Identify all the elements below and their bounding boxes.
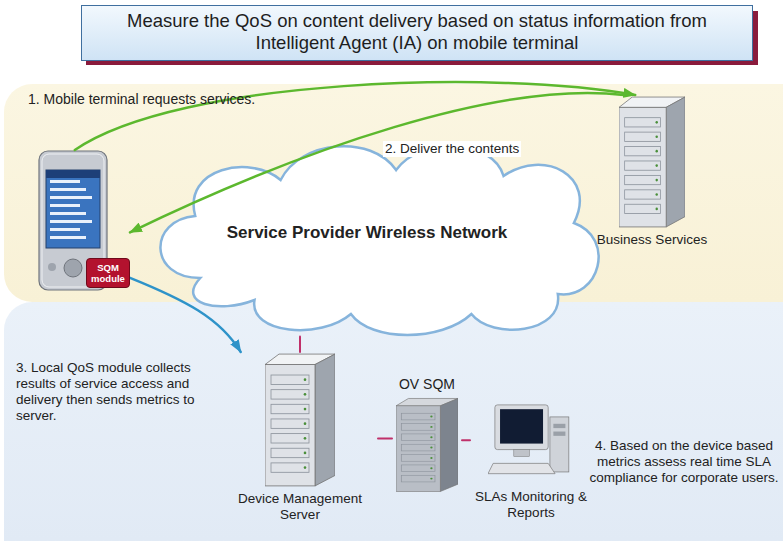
module-tag: SQM module: [86, 258, 130, 288]
node-label: OV SQM: [386, 376, 468, 393]
pc-icon: [488, 396, 574, 486]
connector-arrow: [378, 438, 392, 440]
connector-arrow: [299, 337, 301, 352]
network-cloud: Service Provider Wireless Network: [140, 128, 602, 343]
cloud-label: Service Provider Wireless Network: [222, 210, 512, 256]
node-label: SLAs Monitoring & Reports: [470, 489, 592, 521]
mobile-terminal: SQM module: [38, 150, 130, 292]
title-text: Measure the QoS on content delivery base…: [92, 10, 742, 54]
node-label: Device Management Server: [222, 491, 378, 523]
server-icon: [396, 397, 458, 493]
node-label: Business Services: [596, 232, 708, 248]
server-node: OV SQM: [392, 376, 462, 493]
server-node: Device Management Server: [222, 352, 378, 525]
connector-arrow: [462, 439, 470, 441]
lower-band: [4, 302, 783, 541]
server-node: SLAs Monitoring & Reports: [470, 396, 592, 523]
server-icon: [619, 95, 685, 229]
step-label: 1. Mobile terminal requests services.: [28, 91, 428, 108]
server-icon: [265, 352, 335, 488]
step-label: 2. Deliver the contents: [383, 141, 521, 157]
step-label: 4. Based on the device based metrics ass…: [588, 438, 780, 486]
server-node: Business Services: [596, 95, 708, 250]
step-label: 3. Local QoS module collects results of …: [16, 360, 208, 424]
